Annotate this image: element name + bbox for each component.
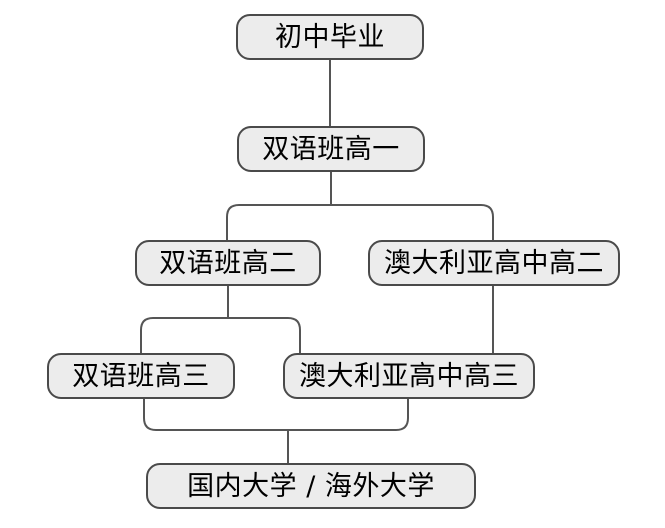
node-bilingual-grade12[interactable]: 双语班高三 bbox=[47, 353, 235, 399]
edge-bilingual-g11-to-australia-g12 bbox=[228, 317, 301, 353]
node-bilingual-grade10-label: 双语班高一 bbox=[262, 133, 400, 165]
edge-bilingual-g10-to-australia-g11 bbox=[331, 204, 494, 240]
node-junior-graduate[interactable]: 初中毕业 bbox=[236, 14, 424, 60]
node-australia-grade12-label: 澳大利亚高中高三 bbox=[299, 360, 519, 392]
node-australia-grade11-label: 澳大利亚高中高二 bbox=[384, 247, 604, 279]
node-bilingual-grade12-label: 双语班高三 bbox=[72, 360, 210, 392]
node-australia-grade11[interactable]: 澳大利亚高中高二 bbox=[368, 240, 620, 286]
node-australia-grade12[interactable]: 澳大利亚高中高三 bbox=[283, 353, 535, 399]
edge-bilingual-g12-merge bbox=[143, 399, 288, 431]
node-university-label: 国内大学 / 海外大学 bbox=[187, 470, 435, 502]
edge-bilingual-g10-to-bilingual-g11 bbox=[226, 204, 331, 240]
edge-bilingual-g11-to-bilingual-g12 bbox=[140, 317, 228, 353]
node-junior-graduate-label: 初中毕业 bbox=[275, 21, 385, 53]
edge-australia-g12-merge bbox=[288, 399, 409, 431]
node-university[interactable]: 国内大学 / 海外大学 bbox=[146, 463, 476, 509]
node-bilingual-grade11-label: 双语班高二 bbox=[159, 247, 297, 279]
node-bilingual-grade10[interactable]: 双语班高一 bbox=[237, 126, 425, 172]
node-bilingual-grade11[interactable]: 双语班高二 bbox=[135, 240, 321, 286]
